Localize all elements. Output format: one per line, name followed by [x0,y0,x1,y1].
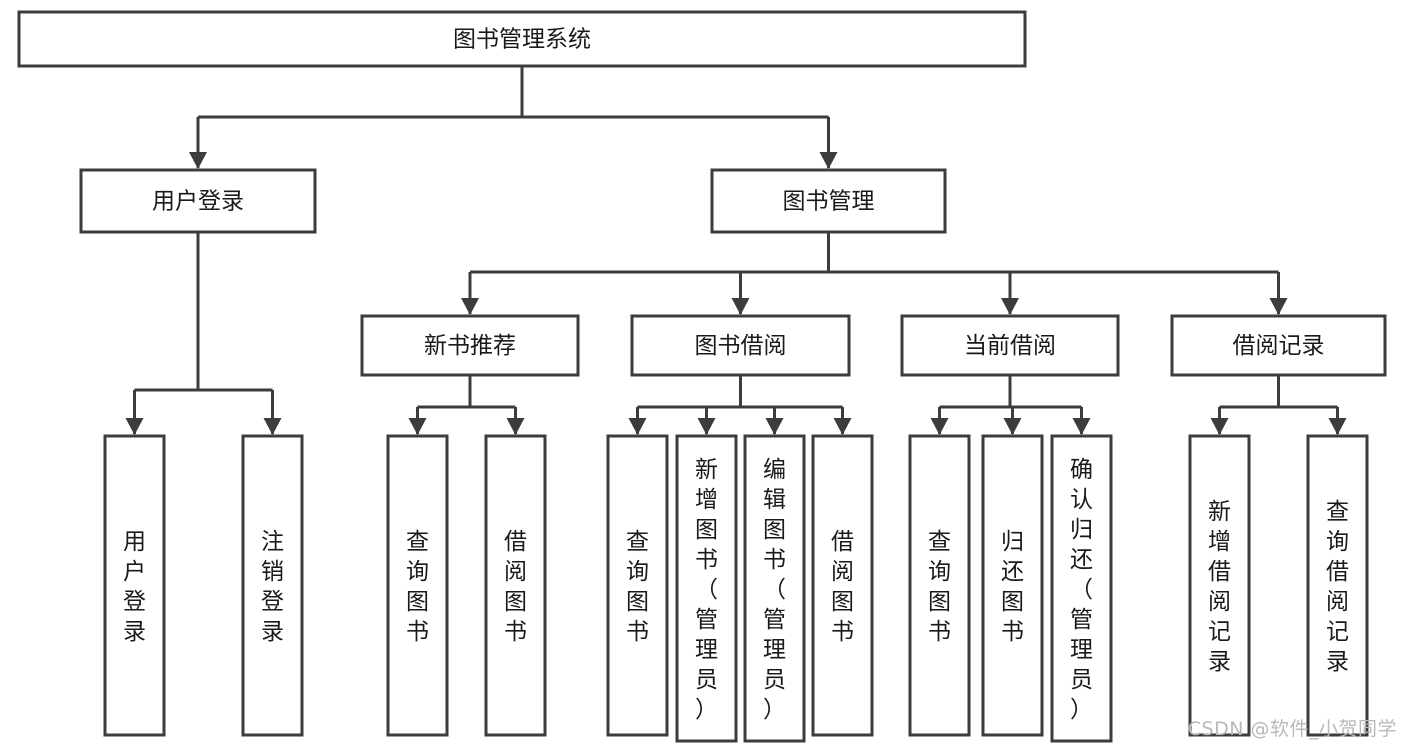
leaf-box[interactable] [606,434,669,737]
level2-node[interactable]: 用户登录 [79,168,317,234]
leaf-node[interactable]: 归还图书 [981,434,1044,737]
leaf-node[interactable]: 查询图书 [606,434,669,737]
leaf-box[interactable] [1050,434,1113,743]
leaf-node[interactable]: 注销登录 [241,434,304,737]
level3-box[interactable] [1170,314,1387,377]
root-label: 图书管理系统 [453,27,591,53]
arrow-head-icon [1003,418,1022,435]
connector-lines [125,66,1347,435]
level3-node[interactable]: 借阅记录 [1170,314,1387,377]
leaf-label: 编辑图书（管理员） [763,457,786,723]
leaf-box[interactable] [484,434,547,737]
root-node[interactable]: 图书管理系统 [17,10,1027,68]
arrow-head-icon [506,418,525,435]
level2-label: 图书管理 [783,189,875,215]
leaf-node[interactable]: 用户登录 [103,434,166,737]
level3-node[interactable]: 当前借阅 [900,314,1120,377]
arrow-head-icon [731,298,750,315]
level3-box[interactable] [360,314,580,377]
leaf-box[interactable] [908,434,971,737]
leaf-node[interactable]: 编辑图书（管理员） [743,434,806,743]
level3-box[interactable] [630,314,851,377]
leaf-box[interactable] [743,434,806,743]
csdn-watermark: CSDN @软件_小贺同学 [1187,718,1397,740]
leaf-node[interactable]: 新增图书（管理员） [675,434,738,743]
level2-box[interactable] [79,168,317,234]
leaf-node[interactable]: 确认归还（管理员） [1050,434,1113,743]
leaf-box[interactable] [981,434,1044,737]
arrow-head-icon [697,418,716,435]
arrow-head-icon [1001,298,1019,315]
leaf-box[interactable] [1306,434,1369,737]
leaf-box[interactable] [675,434,738,743]
leaf-box[interactable] [811,434,874,737]
leaf-label: 查询图书 [406,529,429,645]
leaf-node[interactable]: 查询图书 [908,434,971,737]
arrow-head-icon [1072,418,1091,435]
arrow-head-icon [1269,298,1288,315]
root-box[interactable] [17,10,1027,68]
leaf-label: 用户登录 [123,529,146,645]
arrow-head-icon [1328,418,1347,435]
arrow-head-icon [765,418,784,435]
node-boxes: 图书管理系统用户登录图书管理新书推荐图书借阅当前借阅借阅记录用户登录注销登录查询… [17,10,1387,743]
level3-node[interactable]: 新书推荐 [360,314,580,377]
arrow-head-icon [461,298,479,315]
arrow-head-icon [125,418,144,435]
leaf-node[interactable]: 新增借阅记录 [1188,434,1251,737]
arrow-head-icon [408,418,427,435]
level3-box[interactable] [900,314,1120,377]
leaf-node[interactable]: 借阅图书 [811,434,874,737]
level2-box[interactable] [710,168,947,234]
level3-label: 当前借阅 [964,333,1056,359]
leaf-label: 查询图书 [626,529,649,645]
leaf-node[interactable]: 查询借阅记录 [1306,434,1369,737]
arrow-head-icon [263,418,282,435]
leaf-label: 新增图书（管理员） [695,457,718,723]
leaf-box[interactable] [103,434,166,737]
arrow-head-icon [833,418,852,435]
level2-node[interactable]: 图书管理 [710,168,947,234]
arrow-head-icon [930,418,949,435]
arrow-head-icon [1210,418,1229,435]
leaf-label: 查询借阅记录 [1326,499,1349,675]
level2-label: 用户登录 [152,189,244,215]
leaf-box[interactable] [1188,434,1251,737]
leaf-box[interactable] [386,434,449,737]
level3-label: 借阅记录 [1233,333,1325,359]
level3-label: 新书推荐 [424,333,516,359]
arrow-head-icon [628,418,647,435]
arrow-head-icon [189,152,207,169]
level3-node[interactable]: 图书借阅 [630,314,851,377]
leaf-label: 查询图书 [928,529,951,645]
level3-label: 图书借阅 [695,333,787,359]
leaf-label: 确认归还（管理员） [1070,457,1093,723]
leaf-label: 归还图书 [1001,529,1024,645]
leaf-box[interactable] [241,434,304,737]
leaf-label: 借阅图书 [504,529,527,645]
leaf-node[interactable]: 借阅图书 [484,434,547,737]
leaf-label: 借阅图书 [831,529,854,645]
leaf-label: 注销登录 [261,529,284,645]
arrow-head-icon [819,152,838,169]
leaf-label: 新增借阅记录 [1208,499,1231,675]
leaf-node[interactable]: 查询图书 [386,434,449,737]
